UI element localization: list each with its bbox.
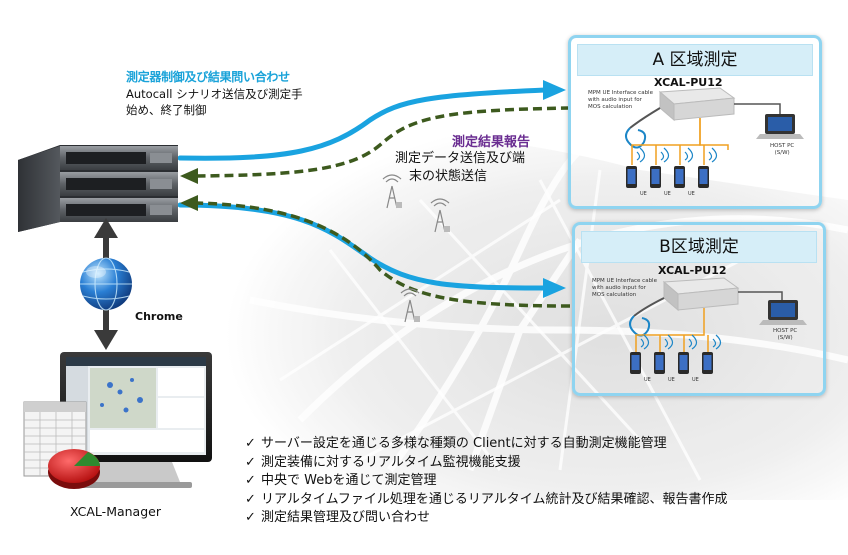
zone-b-ue-label-1: UE [644,377,651,383]
zone-b-equipment [629,277,807,374]
host-pc-icon [756,114,804,139]
measurement-unit-icon [658,87,736,122]
zone-b-ue-label-3: UE [692,377,699,383]
check-icon: ✓ [245,510,256,525]
zone-b-host-label: HOST PC (S/W) [773,328,798,341]
zone-a-ue-label-1: UE [640,191,647,197]
control-title: 測定器制御及び結果問い合わせ [126,70,290,84]
zone-b-title: B区域測定 [581,231,817,263]
report-arrowheads [180,168,198,211]
zone-a-panel: A 区域測定 [568,35,822,209]
measurement-unit-icon [662,277,740,312]
city-map-background [213,134,848,500]
feature-item-3: ✓中央で Webを通じて測定管理 [245,472,727,491]
check-icon: ✓ [245,454,256,470]
control-description: Autocall シナリオ送信及び測定手 始め、終了制御 [126,87,303,117]
feature-item-1: ✓サーバー設定を通じる多様な種類の Clientに対する自動測定機能管理 [245,435,727,454]
manager-label: XCAL-Manager [70,504,161,519]
zone-b-panel: B区域測定 [572,222,826,396]
zone-b-ue-label-2: UE [668,377,675,383]
feature-item-5: ✓測定結果管理及び問い合わせ [245,509,727,528]
zone-a-title: A 区域測定 [577,44,813,76]
feature-item-2: ✓測定装備に対するリアルタイム監視機能支援 [245,454,727,473]
zone-a-equipment [625,87,804,188]
check-icon: ✓ [245,436,256,451]
zone-a-ue-label-3: UE [688,191,695,197]
chrome-label: Chrome [135,310,183,323]
spreadsheet-report-icon [23,401,100,489]
globe-icon [80,257,132,311]
zone-b-cable-label: MPM UE Interface cable with audio input … [592,278,657,298]
zone-a-ue-label-2: UE [664,191,671,197]
zone-a-device-label: XCAL-PU12 [654,76,723,89]
zone-a-cable-label: MPM UE Interface cable with audio input … [588,90,653,110]
report-description: 測定データ送信及び端 末の状態送信 [395,151,526,184]
report-arrows [194,106,571,308]
feature-list: ✓サーバー設定を通じる多様な種類の Clientに対する自動測定機能管理 ✓測定… [245,435,727,528]
zone-b-device-label: XCAL-PU12 [658,264,727,277]
zone-a-host-label: HOST PC (S/W) [770,143,795,156]
host-pc-icon [759,300,807,325]
check-icon: ✓ [245,473,256,488]
control-arrowheads [543,80,566,298]
server-icon [18,145,178,232]
report-title: 測定結果報告 [452,135,531,150]
feature-item-4: ✓リアルタイムファイル処理を通じるリアルタイム統計及び結果確認、報告書作成 [245,491,727,510]
check-icon: ✓ [245,491,256,507]
tower-icon [382,174,450,323]
